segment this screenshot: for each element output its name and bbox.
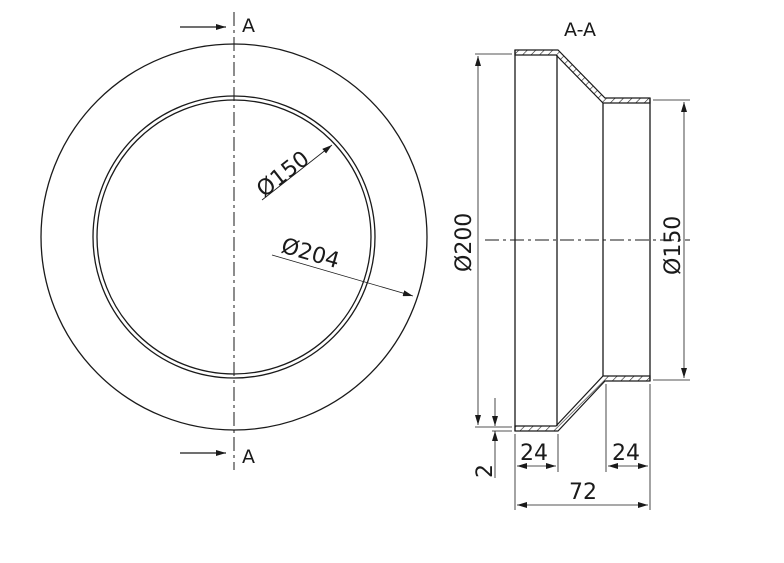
dim-left-collar-label: 24: [520, 441, 548, 466]
dim-outer-label: Ø204: [278, 234, 342, 274]
dim-small-label: Ø150: [661, 216, 686, 275]
wall-top: [514, 49, 651, 104]
dim-right-collar-label: 24: [612, 441, 640, 466]
section-mark-bottom: A: [242, 446, 255, 468]
section-mark-top: A: [242, 15, 255, 37]
dim-inner-label: Ø150: [252, 147, 314, 203]
section-title: A-A: [564, 19, 596, 41]
dim-outer-leader: [271, 254, 414, 297]
section-view: A-A Ø200 Ø150 2 24 24: [452, 19, 690, 510]
front-view: A A Ø150 Ø204: [40, 12, 428, 470]
wall-bottom: [514, 375, 651, 432]
dim-large-label: Ø200: [452, 213, 477, 272]
dim-inner-leader: [261, 144, 333, 201]
dim-wall-label: 2: [473, 464, 498, 478]
dim-total-label: 72: [569, 480, 597, 505]
